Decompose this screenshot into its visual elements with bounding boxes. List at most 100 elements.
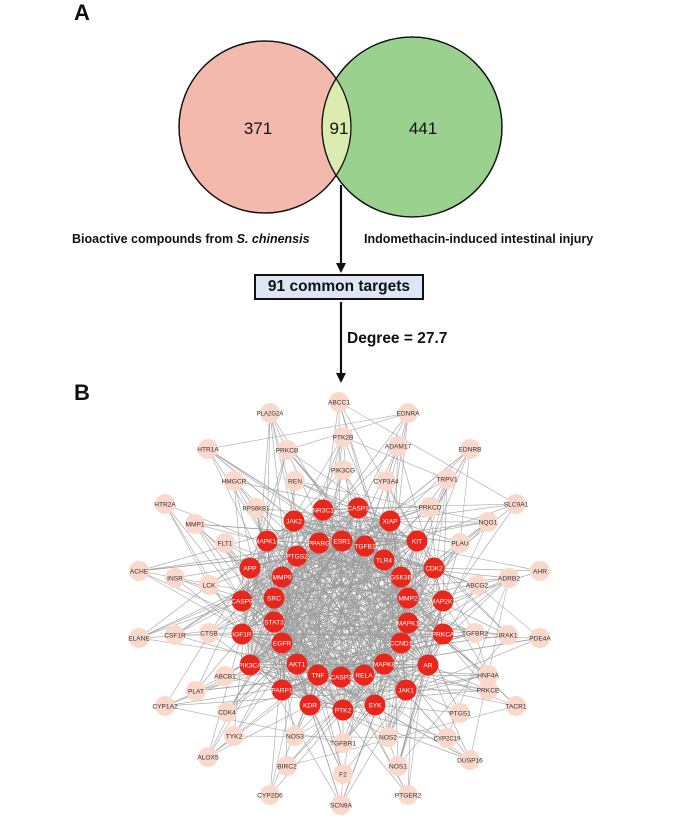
network-node-flt1: FLT1 bbox=[215, 533, 235, 553]
network-node-ahr: AHR bbox=[530, 561, 550, 581]
network-node-ptgs2: PTGS2 bbox=[286, 545, 308, 567]
network-node-circle bbox=[353, 664, 375, 686]
network-node-label: INSR bbox=[167, 575, 183, 582]
network-node-label: BIRC2 bbox=[277, 763, 297, 770]
network-node-lck: LCK bbox=[199, 575, 219, 595]
network-node-label: CYP2D6 bbox=[257, 792, 283, 799]
network-edge bbox=[241, 633, 541, 639]
network-node-kdr: KDR bbox=[299, 694, 321, 716]
network-node-label: ACHE bbox=[130, 568, 149, 575]
network-edge bbox=[340, 577, 510, 678]
network-node-circle bbox=[373, 549, 395, 571]
network-node-circle bbox=[330, 666, 352, 688]
network-node-casp3: CASP3 bbox=[330, 666, 352, 688]
network-edge bbox=[296, 436, 344, 557]
network-node-stat3: STAT3 bbox=[263, 611, 285, 633]
network-edge bbox=[286, 449, 391, 522]
network-node-circle bbox=[286, 545, 308, 567]
network-edge bbox=[281, 633, 444, 644]
network-node-label: MAPK14 bbox=[254, 538, 280, 545]
network-edge bbox=[138, 540, 343, 572]
network-edge bbox=[296, 555, 476, 634]
network-node-circle bbox=[530, 561, 550, 581]
network-edge bbox=[249, 570, 541, 666]
network-node-label: HTR2A bbox=[154, 501, 176, 508]
network-node-label: ESR1 bbox=[333, 538, 351, 545]
network-node-cyp1a2: CYP1A2 bbox=[152, 696, 178, 716]
network-node-label: RELA bbox=[355, 672, 373, 679]
network-node-circle bbox=[437, 728, 457, 748]
venn-diagram: 371 91 441 bbox=[178, 36, 503, 218]
network-node-htr1a: HTR1A bbox=[197, 439, 219, 459]
network-edge bbox=[174, 507, 359, 636]
degree-label: Degree = 27.7 bbox=[347, 330, 448, 347]
network-node-label: APP bbox=[243, 565, 257, 572]
network-node-gsk3b: GSK3B bbox=[390, 566, 413, 588]
network-node-mmp9: MMP9 bbox=[271, 566, 293, 588]
network-node-label: ABCC1 bbox=[328, 399, 350, 406]
network-node-nos1: NOS1 bbox=[388, 756, 408, 776]
network-edge bbox=[407, 577, 510, 624]
network-node-circle bbox=[465, 623, 485, 643]
network-node-circle bbox=[364, 694, 386, 716]
network-node-label: ADAM17 bbox=[385, 443, 412, 450]
network-node-circle bbox=[155, 696, 175, 716]
network-node-igf1r: IGF1R bbox=[231, 623, 253, 645]
network-edge bbox=[309, 704, 342, 806]
network-node-label: HTR1A bbox=[197, 446, 219, 453]
network-node-circle bbox=[460, 439, 480, 459]
network-node-label: TGFB1 bbox=[354, 543, 376, 550]
network-node-rela: RELA bbox=[353, 664, 375, 686]
network-edge bbox=[294, 480, 489, 523]
network-node-circle bbox=[312, 499, 334, 521]
network-edge bbox=[363, 674, 517, 707]
network-node-label: TRPV1 bbox=[436, 476, 458, 483]
network-node-circle bbox=[199, 623, 219, 643]
network-node-circle bbox=[198, 439, 218, 459]
network-node-map2k1: MAP2K1 bbox=[430, 590, 456, 612]
network-edge bbox=[164, 503, 243, 635]
network-node-label: SRC bbox=[267, 595, 281, 602]
network-edge bbox=[476, 584, 541, 639]
common-targets-box: 91 common targets bbox=[254, 274, 424, 300]
network-edge bbox=[241, 577, 510, 602]
network-edge bbox=[442, 478, 448, 602]
network-edge bbox=[138, 576, 283, 639]
network-node-label: EDNRA bbox=[396, 410, 420, 417]
network-node-circle bbox=[285, 726, 305, 746]
network-node-label: CSF1R bbox=[164, 632, 186, 639]
network-edge bbox=[241, 445, 399, 602]
network-edge bbox=[255, 507, 409, 796]
network-node-circle bbox=[263, 611, 285, 633]
network-edge bbox=[286, 705, 517, 767]
network-node-circle bbox=[283, 510, 305, 532]
network-node-dusp16: DUSP16 bbox=[457, 750, 483, 770]
network-node-circle bbox=[450, 533, 470, 553]
network-node-cyp2d6: CYP2D6 bbox=[257, 785, 283, 805]
network-node-circle bbox=[390, 566, 412, 588]
network-node-label: IRAK1 bbox=[498, 632, 517, 639]
network-node-prkce: PRKCE bbox=[477, 680, 500, 700]
network-node-label: MAPK1 bbox=[397, 620, 420, 627]
network-edge bbox=[266, 506, 431, 542]
venn-overlap-count: 91 bbox=[330, 119, 349, 138]
network-node-label: EDNRB bbox=[458, 446, 482, 453]
network-node-label: CASP9 bbox=[231, 598, 253, 605]
network-edge bbox=[273, 576, 402, 599]
network-node-label: PTK2B bbox=[333, 434, 354, 441]
network-node-ednra: EDNRA bbox=[396, 403, 420, 423]
network-node-circle bbox=[165, 568, 185, 588]
network-edge bbox=[416, 540, 509, 636]
network-node-abcb1: ABCB1 bbox=[214, 666, 236, 686]
network-node-esr1: ESR1 bbox=[331, 530, 353, 552]
network-node-circle bbox=[299, 694, 321, 716]
network-edge bbox=[317, 542, 320, 676]
network-node-label: PRKCD bbox=[418, 504, 441, 511]
network-node-label: KDR bbox=[303, 702, 317, 709]
network-node-circle bbox=[129, 561, 149, 581]
network-node-trpv1: TRPV1 bbox=[436, 469, 458, 489]
network-node-label: PRKCE bbox=[477, 687, 500, 694]
network-node-label: REN bbox=[288, 478, 302, 485]
network-node-circle bbox=[388, 436, 408, 456]
